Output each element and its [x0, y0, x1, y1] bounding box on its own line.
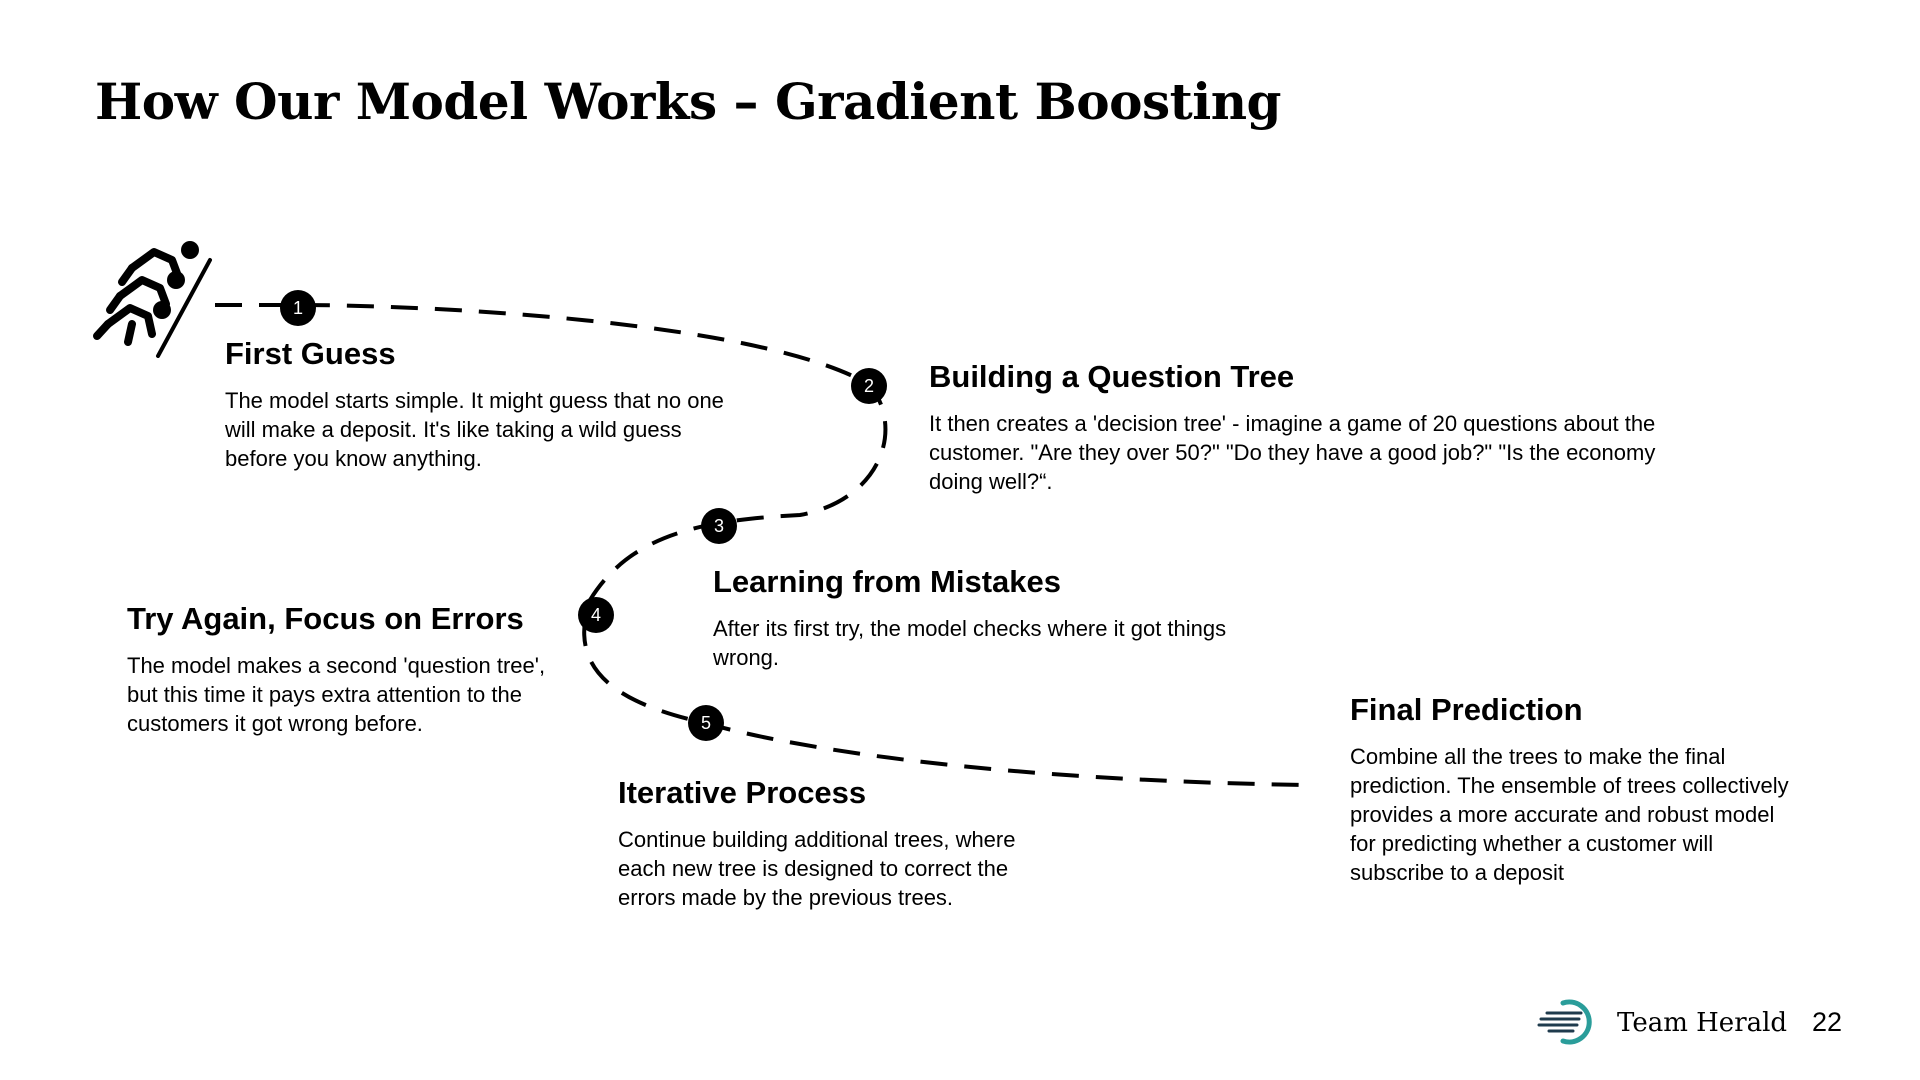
- page-number: 22: [1812, 1007, 1843, 1037]
- slide-title: How Our Model Works – Gradient Boosting: [95, 72, 1282, 131]
- step-heading: First Guess: [225, 336, 396, 371]
- step-1-marker: 1: [280, 290, 316, 326]
- step-final-prediction: Final Prediction Combine all the trees t…: [1350, 692, 1800, 887]
- step-2-marker: 2: [851, 368, 887, 404]
- step-iterative-process: Iterative Process Continue building addi…: [618, 775, 1018, 912]
- step-description: The model makes a second 'question tree'…: [127, 653, 546, 736]
- step-try-again-focus-on-errors: Try Again, Focus on Errors The model mak…: [127, 601, 567, 738]
- footer-team-name: Team Herald: [1617, 1008, 1788, 1038]
- team-herald-logo-icon: [1537, 999, 1592, 1045]
- step-3-marker: 3: [701, 508, 737, 544]
- runners-start-icon: [93, 241, 212, 358]
- step-heading: Try Again, Focus on Errors: [127, 601, 524, 636]
- step-building-question-tree: Building a Question Tree It then creates…: [929, 359, 1669, 496]
- step-description: Continue building additional trees, wher…: [618, 827, 1016, 910]
- step-description: The model starts simple. It might guess …: [225, 388, 724, 471]
- step-5-marker: 5: [688, 705, 724, 741]
- step-heading: Final Prediction: [1350, 692, 1583, 727]
- step-first-guess: First Guess The model starts simple. It …: [225, 336, 745, 473]
- step-heading: Iterative Process: [618, 775, 867, 810]
- step-description: Combine all the trees to make the final …: [1350, 744, 1789, 885]
- step-description: After its first try, the model checks wh…: [713, 616, 1227, 670]
- journey-path-line: [215, 303, 1306, 787]
- step-description: It then creates a 'decision tree' - imag…: [929, 411, 1656, 494]
- step-heading: Building a Question Tree: [929, 359, 1295, 394]
- step-4-marker: 4: [578, 597, 614, 633]
- step-heading: Learning from Mistakes: [713, 564, 1061, 599]
- step-learning-from-mistakes: Learning from Mistakes After its first t…: [713, 564, 1253, 672]
